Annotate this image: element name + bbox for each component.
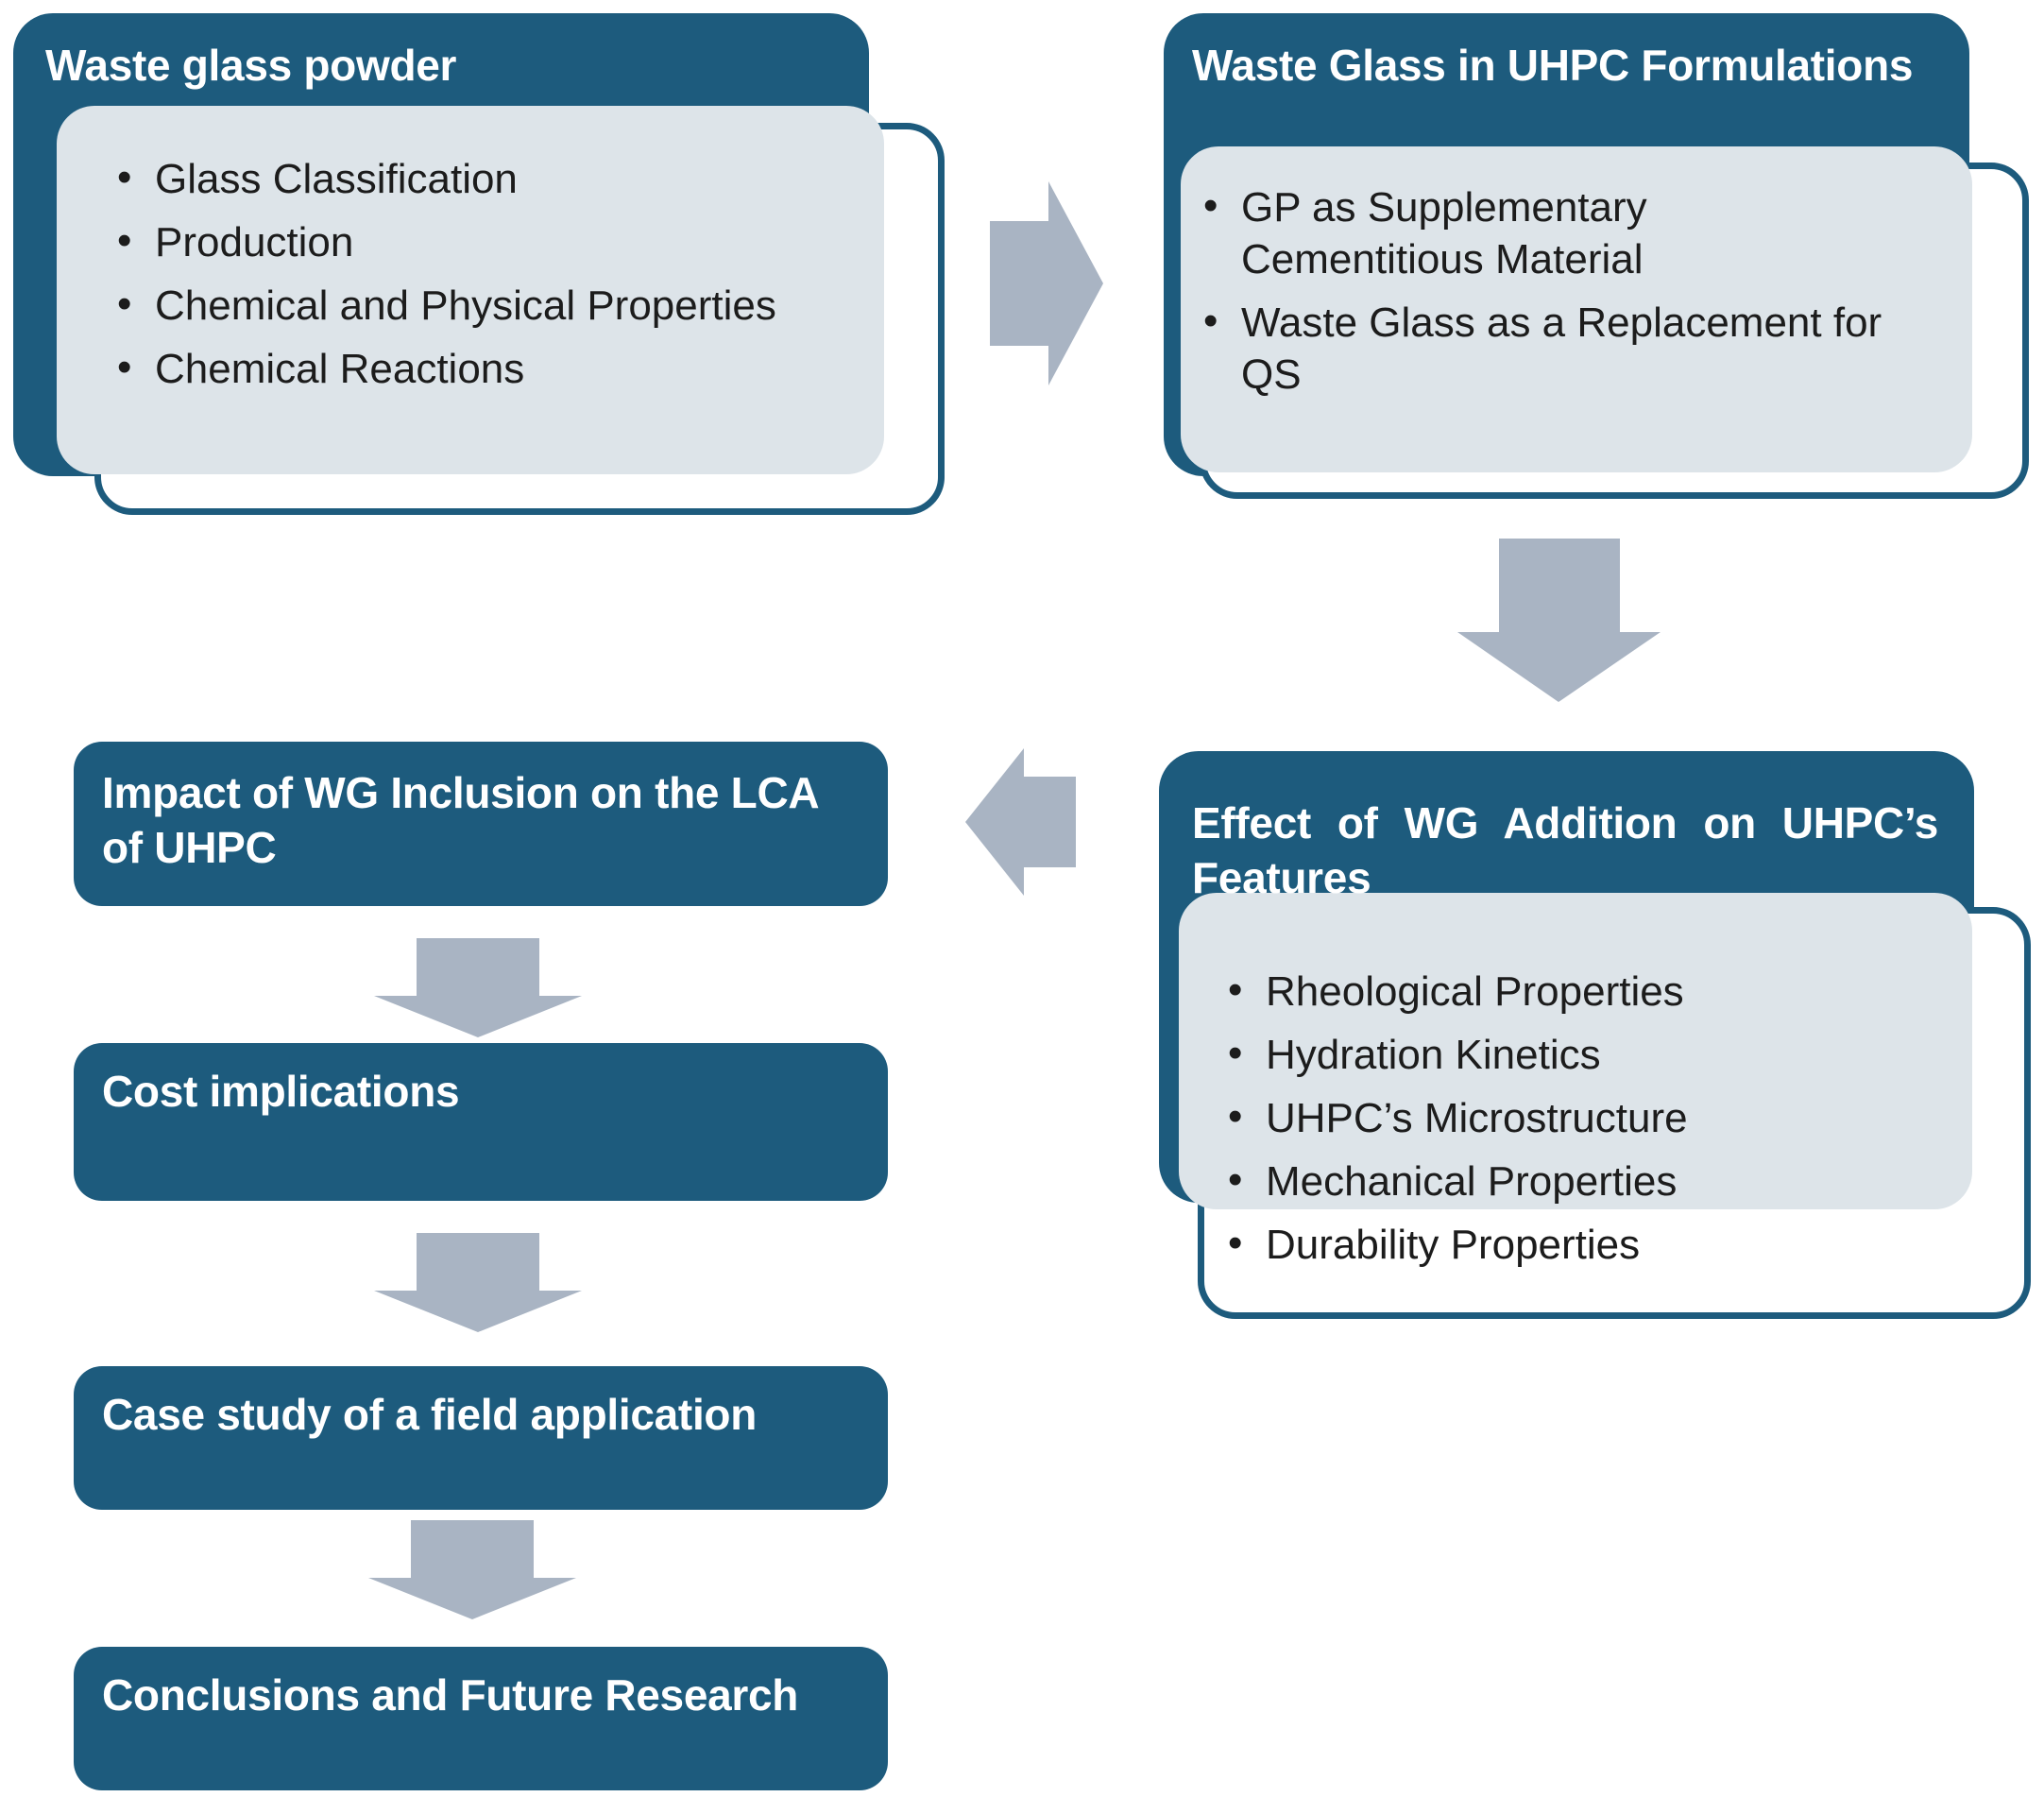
arrow-tail xyxy=(1024,777,1076,867)
case-study-box xyxy=(74,1366,888,1510)
arrow-head xyxy=(374,996,582,1037)
waste-glass-powder-list: Glass Classification Production Chemical… xyxy=(117,151,901,406)
arrow-tail xyxy=(417,938,539,996)
arrow-head xyxy=(374,1291,582,1332)
list-item: Waste Glass as a Replacement for QS xyxy=(1203,295,1987,401)
arrow-head xyxy=(1048,181,1103,385)
list-item: Durability Properties xyxy=(1228,1217,2012,1271)
effect-title: Effect of WG Addition on UHPC’s Features xyxy=(1192,798,1938,902)
list-item: Hydration Kinetics xyxy=(1228,1027,2012,1081)
arrow-down-icon xyxy=(1457,539,1661,702)
wg-uhpc-list: GP as Supplementary Cementitious Materia… xyxy=(1203,180,1987,412)
arrow-left-icon xyxy=(965,748,1076,896)
arrow-right-icon xyxy=(990,181,1103,385)
arrow-tail xyxy=(417,1233,539,1291)
list-item: Chemical and Physical Properties xyxy=(117,278,901,332)
impact-lca-title: Impact of WG Inclusion on the LCA of UHP… xyxy=(102,768,820,872)
list-item: Glass Classification xyxy=(117,151,901,205)
arrow-tail xyxy=(990,221,1048,346)
conclusions-title: Conclusions and Future Research xyxy=(102,1670,799,1720)
list-item: Chemical Reactions xyxy=(117,341,901,395)
list-item: UHPC’s Microstructure xyxy=(1228,1090,2012,1144)
cost-box xyxy=(74,1043,888,1201)
arrow-head xyxy=(1457,632,1661,702)
arrow-down-icon xyxy=(368,1520,576,1619)
arrow-head xyxy=(965,748,1024,896)
arrow-down-icon xyxy=(374,938,582,1037)
list-item: Rheological Properties xyxy=(1228,964,2012,1018)
list-item: Production xyxy=(117,214,901,268)
wg-uhpc-title: Waste Glass in UHPC Formulations xyxy=(1192,41,1914,90)
list-item: GP as Supplementary Cementitious Materia… xyxy=(1203,180,1987,285)
case-study-title: Case study of a field application xyxy=(102,1390,758,1439)
effect-list: Rheological Properties Hydration Kinetic… xyxy=(1228,964,2012,1282)
arrow-tail xyxy=(411,1520,534,1578)
list-item: Mechanical Properties xyxy=(1228,1154,2012,1207)
arrow-tail xyxy=(1499,539,1620,632)
cost-title: Cost implications xyxy=(102,1067,460,1116)
arrow-down-icon xyxy=(374,1233,582,1332)
waste-glass-powder-title: Waste glass powder xyxy=(45,41,457,90)
arrow-head xyxy=(368,1578,576,1619)
impact-lca-box xyxy=(74,742,888,906)
conclusions-box xyxy=(74,1647,888,1790)
